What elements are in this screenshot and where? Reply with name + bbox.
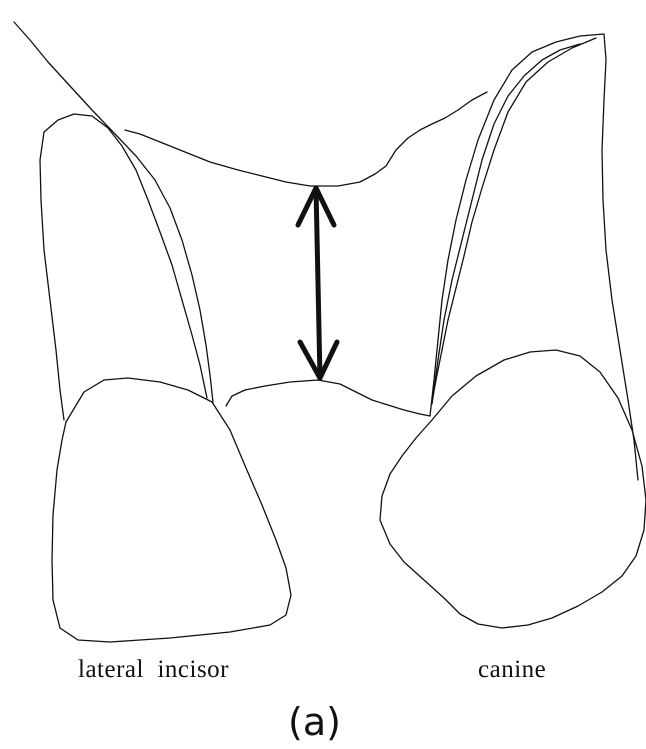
lateral-incisor-label: lateral incisor	[78, 656, 229, 684]
lateral-incisor-root-back	[40, 132, 64, 420]
canine-root-outer	[430, 34, 638, 480]
lateral-incisor-crown	[52, 378, 291, 642]
canine-label: canine	[478, 656, 546, 684]
canine-crown	[380, 350, 646, 628]
arrow-shaft	[316, 188, 320, 378]
upper-gingival-contour	[125, 92, 487, 186]
lower-bone-contour	[226, 380, 430, 416]
lateral-incisor-root	[44, 114, 207, 398]
left-gingival-line	[14, 22, 213, 402]
figure-caption: (a)	[288, 700, 341, 744]
